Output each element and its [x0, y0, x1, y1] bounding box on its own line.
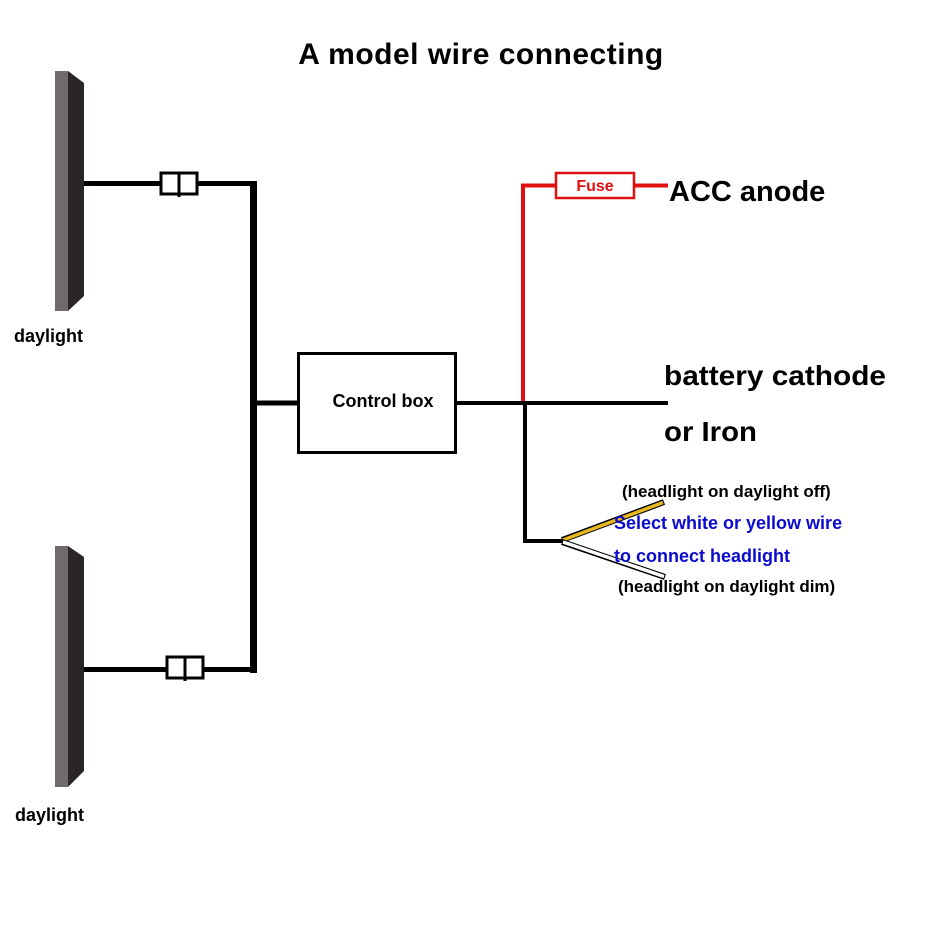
yellow-wire-note: (headlight on daylight off) — [622, 482, 831, 501]
acc-anode-label: ACC anode — [669, 176, 825, 208]
battery-cathode-label: battery cathode — [664, 360, 886, 391]
fuse-label: Fuse — [576, 178, 613, 195]
headlight-instruction-line2: to connect headlight — [614, 546, 790, 566]
battery-cathode-label-iron: or Iron — [664, 416, 757, 447]
daylight-label-bottom: daylight — [15, 805, 84, 825]
control-box — [297, 352, 457, 454]
lamp-side-face — [68, 546, 84, 787]
wire-acc-power — [521, 183, 556, 401]
connector-bottom — [165, 655, 205, 681]
diagram-title: A model wire connecting — [298, 38, 663, 71]
headlight-instruction-line1: Select white or yellow wire — [614, 513, 842, 533]
white-wire-note: (headlight on daylight dim) — [618, 577, 835, 596]
lamp-front-face — [55, 546, 68, 787]
control-box-label: Control box — [333, 391, 434, 411]
wire-headlight-lead — [523, 403, 563, 543]
lamp-side-face — [68, 71, 84, 311]
fuse-box — [554, 171, 636, 200]
yellow-wire-core — [562, 500, 664, 542]
white-wire-core — [562, 540, 665, 579]
daylight-label-top: daylight — [14, 326, 83, 346]
connector-top — [159, 171, 199, 197]
daylight-lamp-top — [55, 71, 84, 311]
daylight-lamp-bottom — [55, 546, 84, 787]
lamp-front-face — [55, 71, 68, 311]
